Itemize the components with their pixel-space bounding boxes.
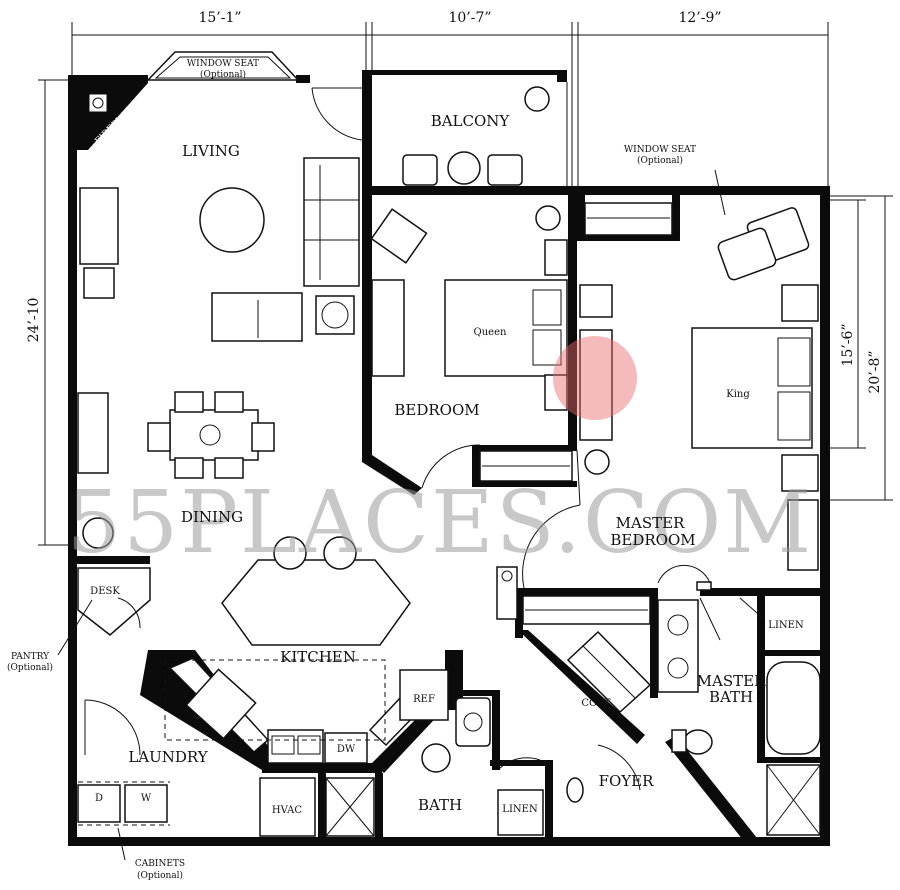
fireplace — [89, 94, 107, 112]
kitchen-furniture — [164, 536, 449, 764]
room-bath: BATH — [418, 796, 462, 814]
bed-queen-label: Queen — [474, 327, 507, 338]
callout-leaders — [57, 169, 726, 861]
coat-closet — [566, 630, 652, 714]
master-furniture — [522, 207, 819, 591]
dim-left: 24’-10 — [26, 298, 42, 343]
pantry-laundry — [77, 567, 170, 826]
dim-right-outer: 20’-8” — [867, 350, 883, 393]
pantry-optional: (Optional) — [7, 662, 53, 673]
washer-label: W — [141, 793, 152, 804]
room-balcony: BALCONY — [431, 112, 511, 130]
window-seat-living-label: WINDOW SEAT — [187, 59, 259, 69]
cabinets-optional: (Optional) — [137, 870, 183, 881]
dim-top-left: 15’-1” — [198, 10, 241, 26]
master-bath — [657, 597, 821, 836]
dim-right-inner: 15’-6” — [840, 323, 856, 366]
bedroom-furniture — [370, 205, 568, 489]
linen-bath-label: LINEN — [502, 804, 538, 815]
closet-rods — [479, 202, 673, 625]
room-master-bath-line2: BATH — [709, 688, 753, 706]
dw-label: DW — [337, 744, 356, 755]
ref-label: REF — [413, 694, 435, 705]
bath-fixtures — [259, 697, 544, 837]
dimension-lines — [38, 22, 893, 546]
balcony-furniture — [402, 86, 550, 186]
dryer-label: D — [95, 793, 103, 804]
bed-king-label: King — [726, 389, 750, 400]
coat-label: COAT — [581, 698, 611, 709]
hvac-label: HVAC — [272, 805, 302, 816]
window-seat-living — [146, 51, 300, 81]
linen-master-label: LINEN — [768, 620, 804, 631]
pantry-label: PANTRY — [11, 652, 50, 662]
watermark: 55PLACES.COM — [67, 473, 814, 573]
desk-label: DESK — [90, 586, 120, 597]
room-master-bath-line1: MASTER — [697, 672, 766, 690]
window-seat-master-optional: (Optional) — [637, 155, 683, 166]
room-master-bedroom-line1: MASTER — [616, 514, 685, 532]
room-laundry: LAUNDRY — [128, 748, 208, 766]
room-living: LIVING — [182, 142, 240, 160]
room-master-bedroom-line2: BEDROOM — [610, 531, 695, 549]
window-seat-master-label: WINDOW SEAT — [624, 145, 696, 155]
room-dining: DINING — [181, 508, 243, 526]
window-seat-living-optional: (Optional) — [200, 69, 246, 80]
dim-top-right: 12’-9” — [678, 10, 721, 26]
dim-top-mid: 10’-7” — [448, 10, 491, 26]
foyer-fixtures — [496, 566, 641, 803]
cabinets-label: CABINETS — [135, 859, 185, 869]
room-foyer: FOYER — [599, 772, 655, 790]
room-kitchen: KITCHEN — [280, 648, 356, 666]
room-bedroom: BEDROOM — [394, 401, 479, 419]
dining-furniture — [77, 391, 275, 549]
living-furniture — [79, 87, 363, 342]
location-marker[interactable] — [553, 336, 637, 420]
